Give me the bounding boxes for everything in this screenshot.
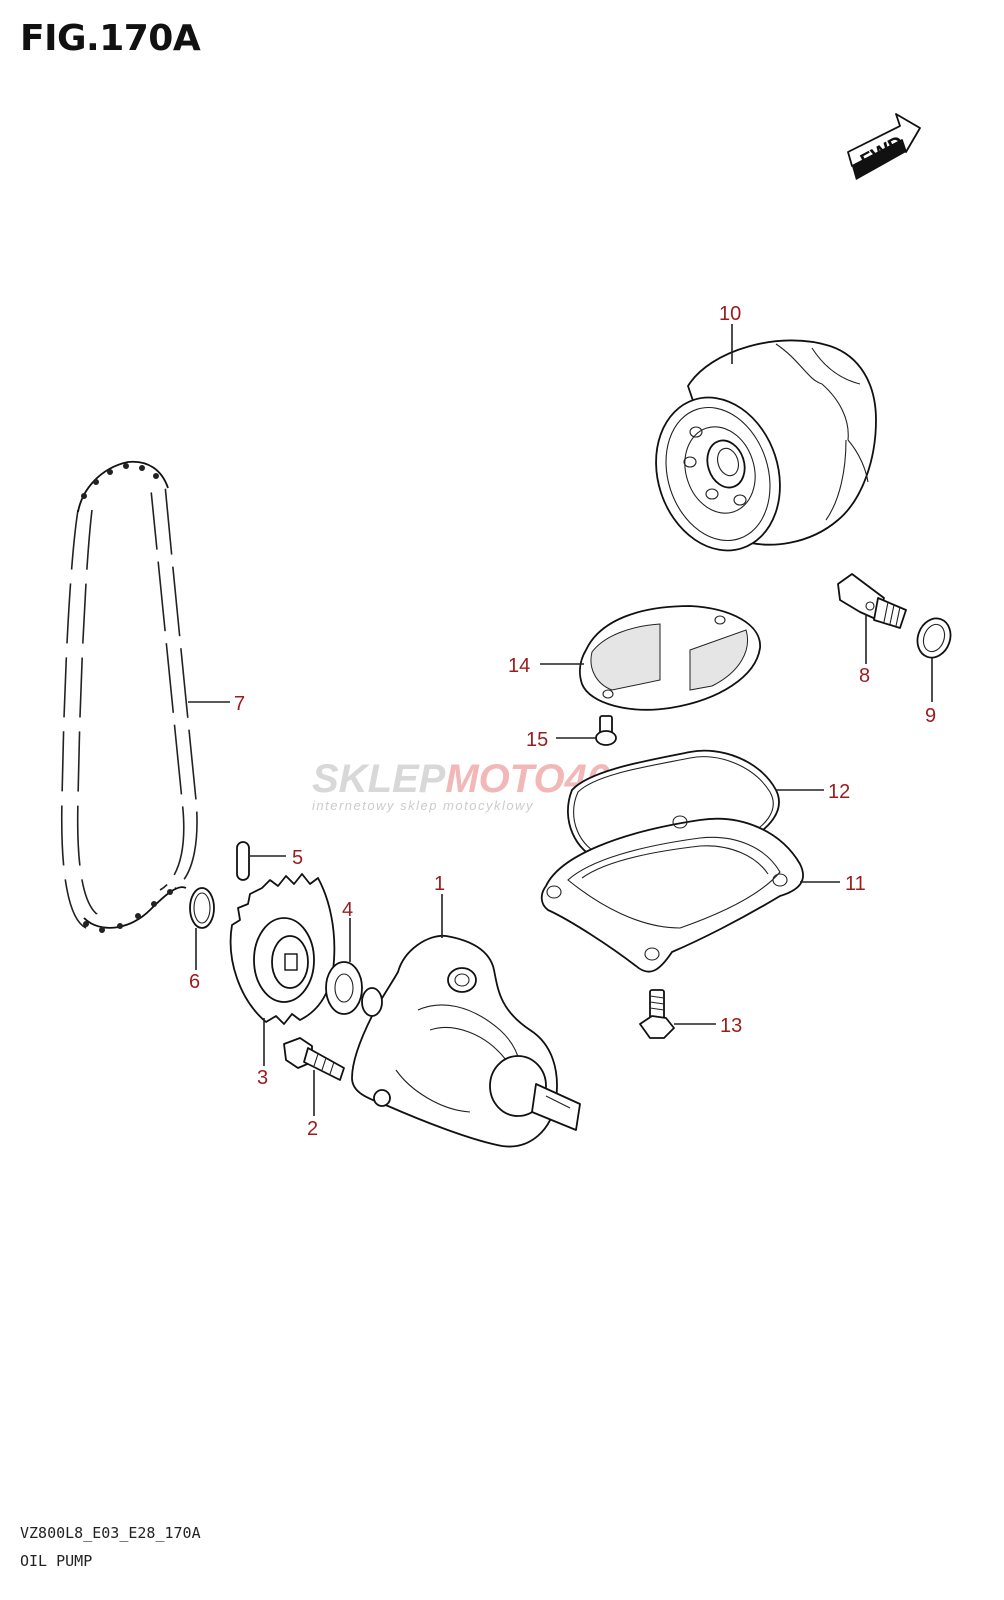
part-gasket-ring bbox=[916, 617, 952, 659]
leader-lines bbox=[188, 324, 933, 1116]
part-oil-pump bbox=[351, 935, 581, 1148]
callout-13: 13 bbox=[720, 1015, 742, 1037]
callout-4: 4 bbox=[342, 899, 353, 921]
part-cover-bolt bbox=[639, 989, 675, 1039]
callout-6: 6 bbox=[189, 971, 200, 993]
part-pin bbox=[236, 841, 250, 881]
figure-name: OIL PUMP bbox=[20, 1552, 93, 1570]
callout-8: 8 bbox=[859, 665, 870, 687]
model-code: VZ800L8_E03_E28_170A bbox=[20, 1524, 201, 1542]
callout-14: 14 bbox=[508, 655, 530, 677]
part-oil-pan-cover bbox=[540, 815, 804, 973]
callout-10: 10 bbox=[719, 303, 741, 325]
part-washer bbox=[325, 961, 363, 1015]
callout-2: 2 bbox=[307, 1118, 318, 1140]
part-chain bbox=[60, 460, 198, 933]
callout-11: 11 bbox=[845, 873, 866, 895]
part-fitting bbox=[837, 573, 907, 629]
part-oil-filter bbox=[655, 339, 877, 552]
figure-title: FIG.170A bbox=[20, 18, 201, 59]
part-circlip bbox=[189, 887, 215, 929]
callout-3: 3 bbox=[257, 1067, 268, 1089]
watermark-tagline: internetowy sklep motocyklowy bbox=[312, 798, 534, 813]
callout-5: 5 bbox=[292, 847, 303, 869]
callout-7: 7 bbox=[234, 693, 245, 715]
part-screw bbox=[595, 715, 617, 746]
callout-1: 1 bbox=[434, 873, 445, 895]
part-strainer bbox=[579, 605, 761, 711]
watermark-brand-gray: SKLEP bbox=[312, 757, 446, 801]
part-sprocket bbox=[229, 873, 336, 1025]
callout-12: 12 bbox=[828, 781, 850, 803]
part-bolt bbox=[283, 1037, 345, 1081]
callout-labels: 1 2 3 4 5 6 7 8 9 10 11 12 13 14 15 bbox=[189, 303, 936, 1140]
callout-15: 15 bbox=[526, 729, 548, 751]
fwd-arrow-icon: FWD bbox=[847, 113, 921, 180]
callout-9: 9 bbox=[925, 705, 936, 727]
